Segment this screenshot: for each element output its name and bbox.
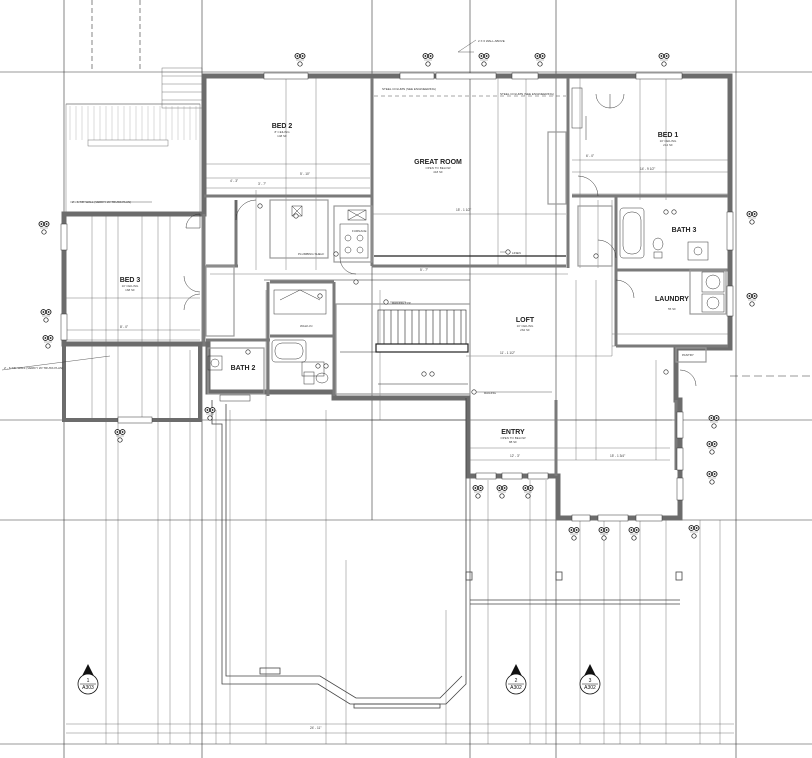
dim-2: 5' - 10" bbox=[300, 172, 310, 176]
section-2-sheet: A302 bbox=[510, 685, 522, 691]
fixture-tag-symbol bbox=[496, 485, 508, 499]
note-wall-top: 2 X 6 WALL ABOVE bbox=[478, 39, 505, 43]
fixtures bbox=[207, 87, 725, 385]
dim-7: 11' - 1 1/2" bbox=[500, 351, 515, 355]
fixture-tag-symbol bbox=[38, 221, 50, 235]
roof-deck bbox=[65, 103, 201, 213]
room-bed3-area: 168 SF bbox=[125, 288, 135, 292]
note-steel-column-2: STEEL COLUMN (SEE ENGINEERING) bbox=[500, 92, 554, 96]
section-3-sheet: A302 bbox=[584, 685, 596, 691]
deck-steps bbox=[87, 67, 203, 147]
section-3-num: 3 bbox=[589, 678, 592, 684]
room-bed2-ceiling: 8' CEILING bbox=[274, 130, 290, 134]
fixture-tag-symbol bbox=[114, 429, 126, 443]
dim-10: 15' - 1 3/4" bbox=[610, 454, 625, 458]
room-bath3-name: BATH 3 bbox=[672, 227, 697, 234]
fixture-tag-symbol bbox=[522, 485, 534, 499]
room-bed1-name: BED 1 bbox=[658, 132, 679, 139]
fixture-tag-symbol bbox=[746, 211, 758, 225]
room-labels: BED 2 8' CEILING 148 SF GREAT ROOM OPEN … bbox=[120, 123, 697, 444]
fixture-tag-symbol bbox=[42, 335, 54, 349]
dim-3: 4' - 3" bbox=[230, 179, 238, 183]
room-laundry-name: LAUNDRY bbox=[655, 296, 689, 303]
note-plumbing-wall: PLUMBING SHELF bbox=[298, 252, 324, 256]
dim-6: 6' - 0" bbox=[586, 154, 594, 158]
room-entry-area: 88 SF bbox=[509, 440, 517, 444]
section-marker-1: 1 A303 bbox=[77, 664, 99, 695]
section-2-num: 2 bbox=[515, 678, 518, 684]
note-steel-column-1: STEEL COLUMN (SEE ENGINEERING) bbox=[382, 87, 436, 91]
fixture-tag-symbol bbox=[422, 53, 434, 67]
walls bbox=[61, 73, 733, 521]
leaders bbox=[1, 39, 552, 393]
fixture-tag-symbol bbox=[706, 441, 718, 455]
note-wall-left-2: 2' - 6 7/8" WALL (VERIFY W/ TRUSS PLAN) bbox=[4, 366, 63, 370]
room-loft-ceiling: 10' CEILING bbox=[517, 324, 534, 328]
fixture-tag-symbol bbox=[294, 53, 306, 67]
outlet-symbols bbox=[245, 203, 677, 395]
fixture-tag-symbol bbox=[534, 53, 546, 67]
room-bed1-area: 212 SF bbox=[663, 143, 673, 147]
fixture-tag-symbol bbox=[204, 407, 216, 421]
fixture-tag-symbol bbox=[658, 53, 670, 67]
room-loft-area: 262 SF bbox=[520, 328, 530, 332]
dimension-lines bbox=[66, 78, 734, 744]
beam bbox=[264, 95, 566, 281]
room-great-room-name: GREAT ROOM bbox=[414, 159, 462, 166]
room-entry-name: ENTRY bbox=[501, 429, 525, 436]
section-1-num: 1 bbox=[87, 678, 90, 684]
fixture-tag-symbol bbox=[706, 471, 718, 485]
dim-12: 8' - 0" bbox=[120, 325, 128, 329]
fixture-tag-symbol bbox=[568, 527, 580, 541]
interior-walls bbox=[202, 78, 728, 476]
doors bbox=[183, 93, 697, 387]
fixture-tag-symbol bbox=[688, 525, 700, 539]
room-bed2-area: 148 SF bbox=[277, 134, 287, 138]
note-linen: LINEN bbox=[512, 251, 521, 255]
staircase bbox=[340, 309, 469, 385]
note-walk-in: WALK-IN bbox=[300, 324, 312, 328]
fixture-tag-symbol bbox=[472, 485, 484, 499]
dim-4: 15' - 1 1/2" bbox=[456, 208, 471, 212]
fixture-tag-symbol bbox=[746, 293, 758, 307]
garage-roof bbox=[211, 398, 683, 709]
room-bed2-name: BED 2 bbox=[272, 123, 293, 130]
dim-5: 14' - 9 1/2" bbox=[640, 167, 655, 171]
room-laundry-area: 55 SF bbox=[668, 307, 676, 311]
windows bbox=[60, 72, 734, 522]
section-marker-3: 3 A302 bbox=[579, 664, 601, 695]
room-great-room-area: 418 SF bbox=[433, 170, 443, 174]
room-bath2-name: BATH 2 bbox=[231, 365, 256, 372]
dim-8: 5' - 7" bbox=[420, 268, 428, 272]
dimension-text: 3' - 7" 5' - 10" 4' - 3" 15' - 1 1/2" 14… bbox=[120, 154, 655, 730]
room-loft-name: LOFT bbox=[516, 317, 535, 324]
section-1-sheet: A303 bbox=[82, 685, 94, 691]
room-bed1-ceiling: 10' CEILING bbox=[660, 139, 677, 143]
room-great-room-ceiling: OPEN TO BELOW bbox=[425, 166, 450, 170]
room-bed3-ceiling: 10' CEILING bbox=[122, 284, 139, 288]
fixture-tags bbox=[38, 53, 758, 541]
note-pantry: PANTRY bbox=[682, 353, 694, 357]
dim-9: 24' - 11" bbox=[310, 726, 321, 730]
note-railing-2: RAILING bbox=[484, 391, 497, 395]
plan-notes: 2 X 6 WALL ABOVE STEEL COLUMN (SEE ENGIN… bbox=[4, 39, 694, 395]
fixture-tag-symbol bbox=[478, 53, 490, 67]
room-entry-ceiling: OPEN TO BELOW bbox=[500, 436, 525, 440]
note-furnace: FURNACE bbox=[352, 229, 367, 233]
fixture-tag-symbol bbox=[708, 415, 720, 429]
room-bed3-name: BED 3 bbox=[120, 277, 141, 284]
note-wall-left-1: 2' - 6 7/8" WALL (VERIFY W/ TRUSS PLAN) bbox=[72, 200, 131, 204]
dim-11: 12' - 3" bbox=[510, 454, 520, 458]
section-marker-2: 2 A302 bbox=[505, 664, 527, 695]
fixture-tag-symbol bbox=[40, 309, 52, 323]
note-railing: RAILING TYP. bbox=[392, 301, 411, 305]
dim-1: 3' - 7" bbox=[258, 182, 266, 186]
fixture-tag-symbol bbox=[598, 527, 610, 541]
fixture-tag-symbol bbox=[628, 527, 640, 541]
light-walls bbox=[205, 131, 727, 395]
